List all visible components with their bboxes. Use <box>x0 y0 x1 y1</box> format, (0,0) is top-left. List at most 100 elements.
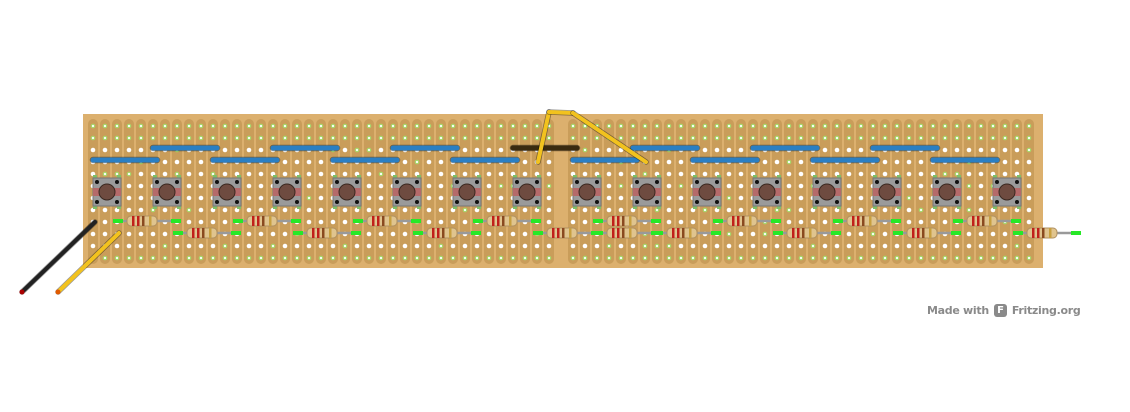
hole-center <box>824 245 826 247</box>
hole-center <box>356 209 358 211</box>
hole-center <box>1016 149 1018 151</box>
hole-center <box>368 245 370 247</box>
hole-center <box>848 149 850 151</box>
hole-center <box>980 137 982 139</box>
hole-center <box>752 209 754 211</box>
hole-center <box>920 137 922 139</box>
copper-strip <box>304 119 314 264</box>
hole-center <box>404 125 406 127</box>
hole-center <box>752 245 754 247</box>
hole-center <box>788 221 790 223</box>
hole-center <box>776 137 778 139</box>
hole-center <box>752 137 754 139</box>
hole-center <box>980 197 982 199</box>
hole-center <box>488 245 490 247</box>
hole-center <box>860 173 862 175</box>
resistor-band <box>672 228 675 238</box>
hole-center <box>908 125 910 127</box>
hole-center <box>476 137 478 139</box>
hole-center <box>380 209 382 211</box>
hole-center <box>140 185 142 187</box>
resistor-band <box>557 228 560 238</box>
hole-center <box>872 233 874 235</box>
hole-center <box>620 245 622 247</box>
hole-center <box>764 245 766 247</box>
hole-center <box>992 257 994 259</box>
pushbutton <box>393 175 421 209</box>
fritzing-credit: Made with F Fritzing.org <box>927 304 1080 317</box>
hole-center <box>824 125 826 127</box>
resistor-band <box>192 228 195 238</box>
button-pin <box>175 180 179 184</box>
hole-center <box>752 257 754 259</box>
resistor-band <box>372 216 375 226</box>
hole-center <box>284 257 286 259</box>
hole-center <box>656 209 658 211</box>
button-cap <box>339 184 355 200</box>
hole-center <box>884 233 886 235</box>
hole-center <box>680 185 682 187</box>
hole-center <box>248 209 250 211</box>
hole-center <box>188 245 190 247</box>
copper-strip <box>796 119 806 264</box>
hole-center <box>500 185 502 187</box>
hole-center <box>116 149 118 151</box>
hole-center <box>320 221 322 223</box>
resistor-band <box>492 216 495 226</box>
hole-center <box>488 149 490 151</box>
hole-center <box>692 209 694 211</box>
hole-center <box>176 125 178 127</box>
hole-center <box>668 125 670 127</box>
hole-center <box>128 149 130 151</box>
hole-center <box>488 125 490 127</box>
hole-center <box>524 137 526 139</box>
button-pin <box>815 200 819 204</box>
button-pin <box>1015 180 1019 184</box>
hole-center <box>500 149 502 151</box>
hole-center <box>104 137 106 139</box>
hole-center <box>572 245 574 247</box>
hole-center <box>392 257 394 259</box>
resistor-lead-end <box>293 231 303 235</box>
button-cap <box>759 184 775 200</box>
resistor-band <box>912 228 915 238</box>
hole-center <box>380 137 382 139</box>
hole-center <box>272 257 274 259</box>
hole-center <box>656 173 658 175</box>
hole-center <box>704 149 706 151</box>
hole-center <box>764 257 766 259</box>
hole-center <box>164 257 166 259</box>
hole-center <box>932 173 934 175</box>
hole-center <box>632 245 634 247</box>
hole-center <box>908 161 910 163</box>
hole-center <box>128 173 130 175</box>
hole-center <box>344 221 346 223</box>
resistor-band <box>377 216 380 226</box>
hole-center <box>92 125 94 127</box>
hole-center <box>740 185 742 187</box>
hole-center <box>260 185 262 187</box>
hole-center <box>380 149 382 151</box>
hole-center <box>884 125 886 127</box>
resistor-band <box>562 228 565 238</box>
hole-center <box>404 209 406 211</box>
hole-center <box>308 257 310 259</box>
hole-center <box>932 257 934 259</box>
hole-center <box>776 161 778 163</box>
hole-center <box>920 209 922 211</box>
hole-center <box>716 257 718 259</box>
hole-center <box>1004 125 1006 127</box>
button-cap <box>639 184 655 200</box>
hole-center <box>548 197 550 199</box>
resistor-band <box>629 216 632 226</box>
resistor-lead-end <box>713 219 723 223</box>
hole-center <box>320 173 322 175</box>
hole-center <box>848 125 850 127</box>
hole-center <box>128 137 130 139</box>
hole-center <box>380 125 382 127</box>
hole-center <box>848 209 850 211</box>
hole-center <box>896 209 898 211</box>
wire-end-red <box>20 290 25 295</box>
hole-center <box>536 137 538 139</box>
hole-center <box>728 173 730 175</box>
